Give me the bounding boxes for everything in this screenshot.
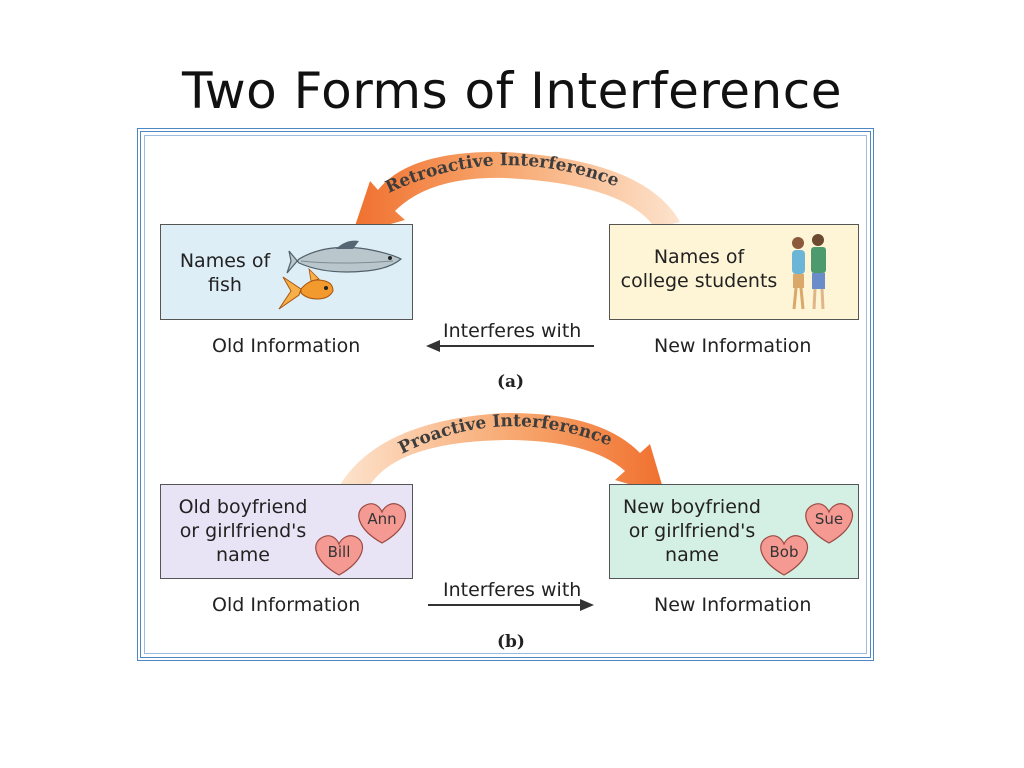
old-information-box-fish: Names of fish (160, 224, 413, 320)
old-names-line-1: Old boyfriend (178, 496, 308, 518)
salmon-icon (286, 240, 403, 274)
interferes-arrow-b (428, 599, 594, 611)
new-information-box-names: New boyfriend or girlfriend's name Sue B… (609, 484, 859, 579)
old-information-caption-a: Old Information (212, 335, 361, 357)
new-information-box-students: Names of college students (609, 224, 859, 320)
fish-box-line-1: Names of (179, 250, 271, 272)
heart-icon-bill: Bill (315, 535, 364, 576)
old-information-caption-b: Old Information (212, 594, 361, 616)
heart-label-sue: Sue (815, 510, 843, 528)
panel-a-label: (a) (497, 372, 525, 392)
college-students-illustration (792, 234, 826, 310)
old-information-box-names: Old boyfriend or girlfriend's name Ann B… (160, 484, 413, 579)
slide-title: Two Forms of Interference (181, 62, 842, 120)
proactive-arc-arrow (340, 412, 665, 495)
heart-icon-sue: Sue (805, 503, 854, 544)
interferes-with-label-b: Interferes with (443, 579, 582, 601)
heart-label-bill: Bill (328, 543, 351, 561)
heart-label-ann: Ann (367, 510, 396, 528)
heart-label-bob: Bob (770, 543, 799, 561)
old-names-line-2: or girlfriend's (179, 520, 307, 542)
students-box-line-2: college students (620, 270, 778, 292)
interferes-arrow-a (426, 340, 594, 352)
panel-b-label: (b) (497, 632, 525, 652)
retroactive-arc-arrow (352, 151, 680, 235)
new-information-caption-a: New Information (654, 335, 812, 357)
new-names-line-1: New boyfriend (623, 496, 761, 518)
interferes-with-label-a: Interferes with (443, 320, 582, 342)
heart-icon-ann: Ann (358, 503, 407, 544)
new-information-caption-b: New Information (654, 594, 812, 616)
student-male-icon (811, 234, 826, 310)
students-box-line-1: Names of (653, 246, 745, 268)
heart-icon-bob: Bob (760, 535, 809, 576)
new-names-line-2: or girlfriend's (628, 520, 756, 542)
diagram-frame-inner-border (144, 135, 867, 654)
old-names-hearts: Ann Bill (315, 503, 407, 576)
old-names-line-3: name (216, 544, 270, 566)
new-names-hearts: Sue Bob (760, 503, 854, 576)
student-female-icon (792, 237, 805, 310)
fish-box-line-2: fish (208, 274, 242, 296)
goldfish-icon (278, 267, 334, 310)
new-names-line-3: name (665, 544, 719, 566)
fish-illustration (278, 240, 403, 310)
